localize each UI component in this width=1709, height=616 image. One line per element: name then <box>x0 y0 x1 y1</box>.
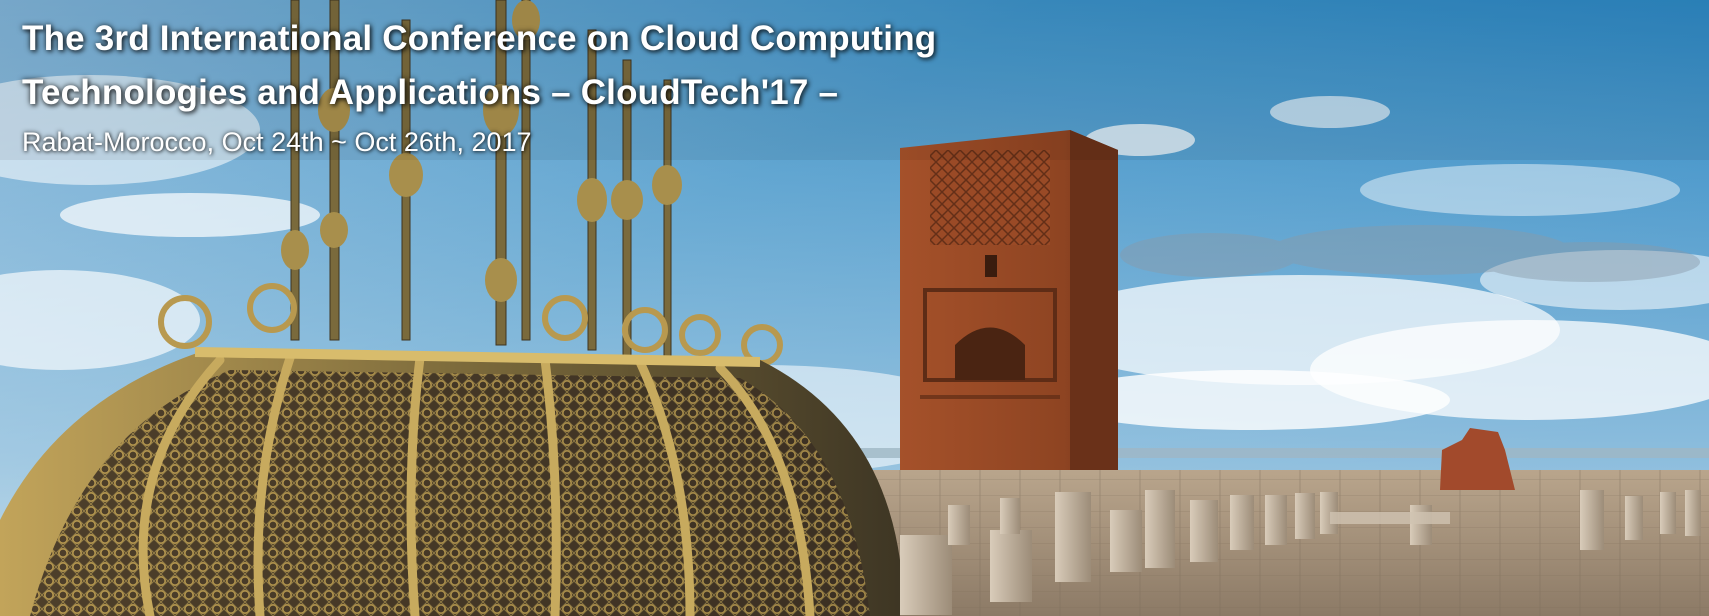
conference-title-line-2: Technologies and Applications – CloudTec… <box>22 73 839 112</box>
brass-lantern <box>0 0 900 616</box>
banner-text: The 3rd International Conference on Clou… <box>22 12 1322 160</box>
conference-title-line-1: The 3rd International Conference on Clou… <box>22 19 937 58</box>
ruin-fragment <box>1440 428 1515 490</box>
conference-title: The 3rd International Conference on Clou… <box>22 12 1322 120</box>
hassan-tower <box>900 130 1118 470</box>
conference-location-dates: Rabat-Morocco, Oct 24th ~ Oct 26th, 2017 <box>22 127 532 157</box>
